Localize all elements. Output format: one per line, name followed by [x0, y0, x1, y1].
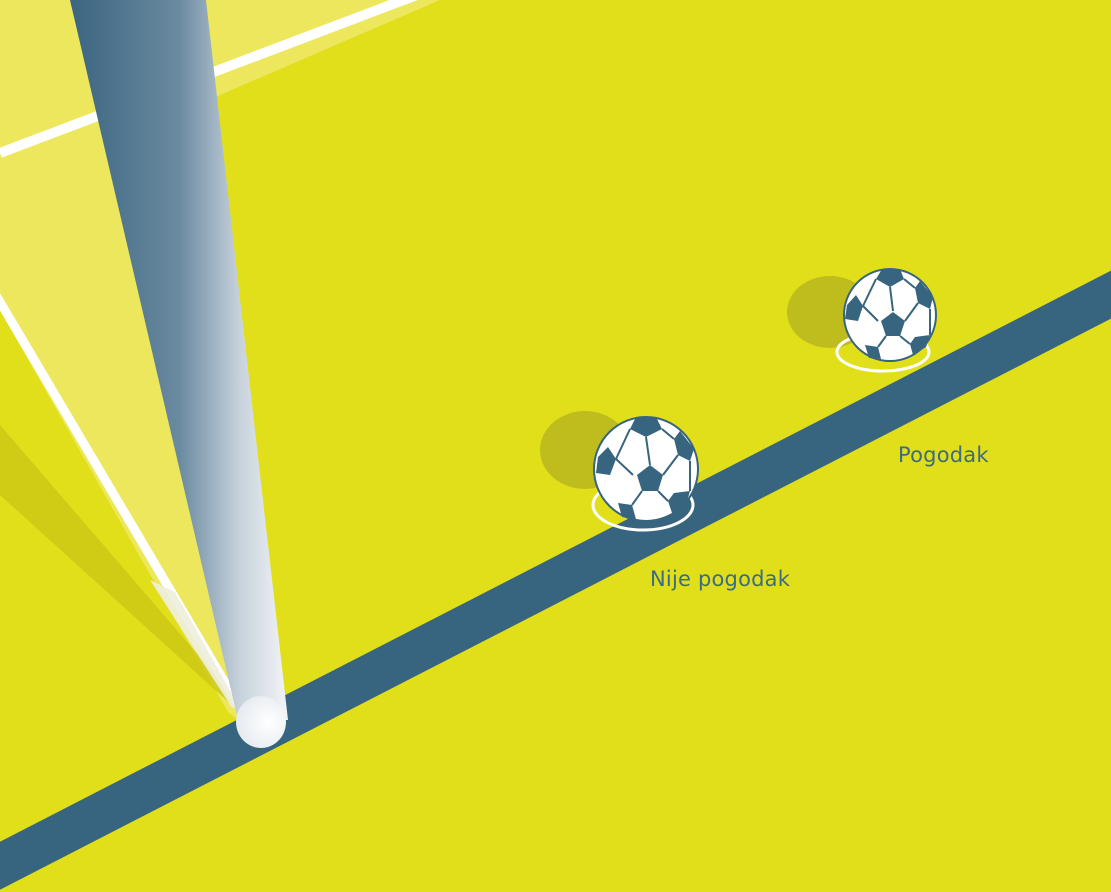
- ball-on-line-label: Nije pogodak: [650, 567, 790, 591]
- ball-over-line-label: Pogodak: [898, 443, 989, 467]
